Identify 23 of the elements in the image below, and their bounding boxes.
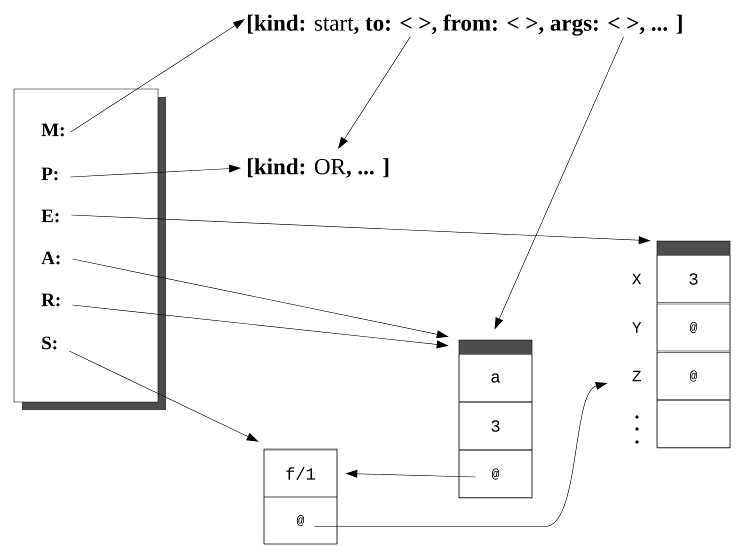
- register-label: S:: [42, 336, 56, 350]
- record-text: [kind: start, to: < >, from: < >, args: < >, ... ]: [248, 14, 682, 36]
- record-text: [kind: OR, ... ]: [248, 158, 388, 178]
- stack-frame: [656, 240, 730, 448]
- stack-frame: [458, 340, 532, 498]
- stack-cell: a: [458, 354, 532, 402]
- register-box: [14, 88, 166, 410]
- register-label: A:: [41, 252, 60, 264]
- stack-cell: @: [458, 450, 532, 498]
- slot-name: Z: [632, 370, 641, 382]
- stack-cell: @: [656, 352, 730, 400]
- register-label: P:: [42, 168, 58, 180]
- stack-cell: @: [656, 304, 730, 352]
- register-label: R:: [42, 294, 60, 306]
- stack-cell: [656, 400, 730, 448]
- stack-cell: @: [264, 496, 338, 544]
- register-label: M:: [42, 124, 64, 136]
- stack-cell: 3: [656, 255, 730, 303]
- register-label: E:: [42, 210, 58, 222]
- slot-name: Y: [632, 322, 642, 333]
- slot-name: X: [632, 274, 642, 284]
- stack-cell: 3: [458, 402, 532, 450]
- stack-cell: f/1: [264, 450, 338, 498]
